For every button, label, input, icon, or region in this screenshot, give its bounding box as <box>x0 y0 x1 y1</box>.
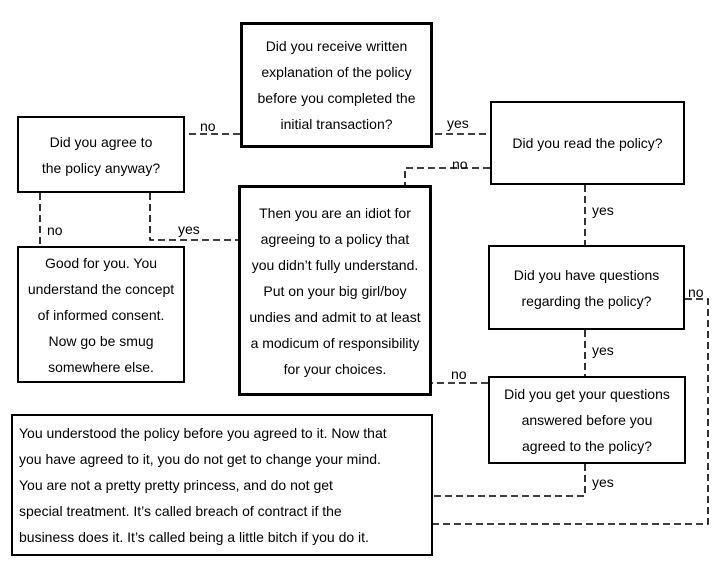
edge-questions-to-understood <box>433 298 709 525</box>
label-questions-to-understood: no <box>688 284 704 300</box>
edge-answered-to-understood <box>433 464 586 497</box>
label-agree-to-good: no <box>47 222 63 238</box>
label-agree-to-idiot: yes <box>178 221 200 237</box>
label-written-to-read: yes <box>447 115 469 131</box>
label-questions-to-answered: yes <box>592 342 614 358</box>
label-answered-to-understood: yes <box>592 474 614 490</box>
node-good-for-you: Good for you. You understand the concept… <box>17 246 185 383</box>
node-understood: You understood the policy before you agr… <box>11 414 433 556</box>
node-read-policy: Did you read the policy? <box>490 101 685 185</box>
label-read-to-questions: yes <box>592 202 614 218</box>
node-idiot: Then you are an idiot for agreeing to a … <box>238 185 432 396</box>
label-read-to-idiot: no <box>452 156 468 172</box>
label-answered-to-idiot: no <box>451 366 467 382</box>
node-written-explanation: Did you receive written explanation of t… <box>240 22 433 148</box>
edge-agree-to-idiot <box>149 193 240 241</box>
node-have-questions: Did you have questions regarding the pol… <box>488 245 685 330</box>
edge-read-to-idiot <box>404 167 490 185</box>
label-written-to-agree: no <box>200 118 216 134</box>
node-agree-anyway: Did you agree to the policy anyway? <box>17 116 185 193</box>
node-questions-answered: Did you get your questions answered befo… <box>488 376 686 464</box>
